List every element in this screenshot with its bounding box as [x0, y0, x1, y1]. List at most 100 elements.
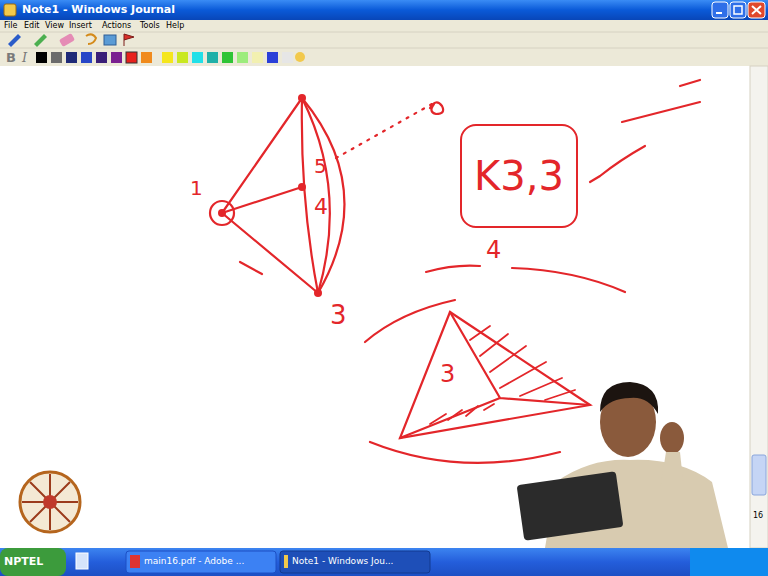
arc-stroke — [512, 268, 625, 292]
stroke-mark — [680, 80, 700, 86]
highlighter-icon — [34, 34, 47, 47]
color-swatch — [141, 52, 152, 63]
title-bar — [0, 0, 768, 20]
face-label: 3 — [440, 362, 455, 386]
color-swatch — [81, 52, 92, 63]
palette-icon — [295, 52, 305, 62]
box-text: K3,3 — [474, 156, 564, 196]
color-swatch — [111, 52, 122, 63]
logo-center — [43, 495, 57, 509]
color-swatch — [36, 52, 47, 63]
pen-icon — [8, 34, 21, 47]
arc-stroke — [370, 442, 560, 463]
task-button — [126, 551, 276, 573]
logo-ring — [20, 472, 80, 532]
vertices — [218, 94, 322, 297]
toolbar-divider — [0, 48, 768, 49]
quick-launch-icon — [76, 553, 88, 569]
color-swatch — [192, 52, 203, 63]
start-button — [0, 548, 66, 576]
graph-sketch — [210, 98, 443, 293]
vertex — [298, 94, 306, 102]
presenter — [517, 382, 728, 548]
vertex-ring — [210, 201, 234, 225]
task-button — [280, 551, 430, 573]
menu-item: File — [4, 22, 17, 30]
app-icon — [4, 4, 16, 16]
maximize-glyph — [734, 6, 742, 14]
italic-button: I — [22, 51, 27, 64]
menu-item: Actions — [102, 22, 131, 30]
color-swatch — [252, 52, 263, 63]
bold-button: B — [6, 51, 16, 64]
hatching — [430, 404, 494, 424]
vertex-label: 5 — [314, 156, 327, 176]
menu-item: Edit — [24, 22, 40, 30]
menu-item: Tools — [140, 22, 160, 30]
maximize-button — [730, 2, 746, 18]
color-swatch — [51, 52, 62, 63]
vertex-label: 4 — [314, 196, 328, 218]
stroke-mark — [622, 102, 700, 122]
system-tray — [690, 548, 768, 576]
hand — [660, 422, 684, 454]
annotation-strokes — [590, 80, 700, 182]
toolbar-area — [0, 20, 768, 66]
page-number: 16 — [753, 512, 763, 520]
dotted-line — [336, 104, 432, 158]
triangle — [400, 312, 590, 438]
task-icon — [284, 555, 288, 568]
logo-text: NPTEL — [4, 556, 43, 567]
nptel-logo — [20, 472, 80, 532]
minimize-glyph — [716, 12, 722, 14]
formula-box: K3,3 — [460, 124, 578, 228]
color-swatch — [126, 52, 137, 63]
scroll-thumb — [752, 455, 766, 495]
face-sketch — [365, 266, 625, 463]
note-canvas — [0, 66, 750, 548]
scrollbar — [750, 66, 768, 548]
task-icon — [130, 555, 140, 568]
taskbar — [0, 548, 768, 576]
scribble — [430, 102, 443, 114]
color-swatch — [66, 52, 77, 63]
graph-edge — [302, 98, 344, 293]
color-swatch — [162, 52, 173, 63]
graph-edge — [302, 98, 330, 293]
vertex — [218, 209, 226, 217]
stroke-mark — [240, 262, 262, 274]
check-mark — [590, 146, 645, 182]
task-title: Note1 - Windows Jou... — [292, 557, 393, 566]
close-glyph — [752, 6, 761, 14]
inner-lines — [400, 312, 590, 438]
hatching — [470, 326, 575, 400]
insert-icon — [104, 35, 116, 45]
face-label: 4 — [486, 238, 501, 262]
logo-spokes — [22, 474, 78, 530]
hair — [600, 382, 658, 414]
lasso-icon — [86, 34, 96, 44]
menu-item: Insert — [69, 22, 92, 30]
menu-item: View — [45, 22, 64, 30]
window-title: Note1 - Windows Journal — [22, 4, 175, 15]
minimize-button — [712, 2, 728, 18]
color-swatch — [177, 52, 188, 63]
graph-edge — [222, 213, 318, 293]
toolbar-divider — [0, 32, 768, 33]
close-button — [748, 2, 765, 18]
vertex-label: 1 — [190, 178, 203, 198]
color-swatch — [222, 52, 233, 63]
vertex — [298, 183, 306, 191]
eraser-icon — [59, 33, 75, 47]
color-palette — [36, 52, 305, 63]
flag-icon — [124, 34, 134, 46]
color-swatch — [96, 52, 107, 63]
menu-item: Help — [166, 22, 184, 30]
graph-edge — [222, 98, 302, 213]
color-swatch — [207, 52, 218, 63]
